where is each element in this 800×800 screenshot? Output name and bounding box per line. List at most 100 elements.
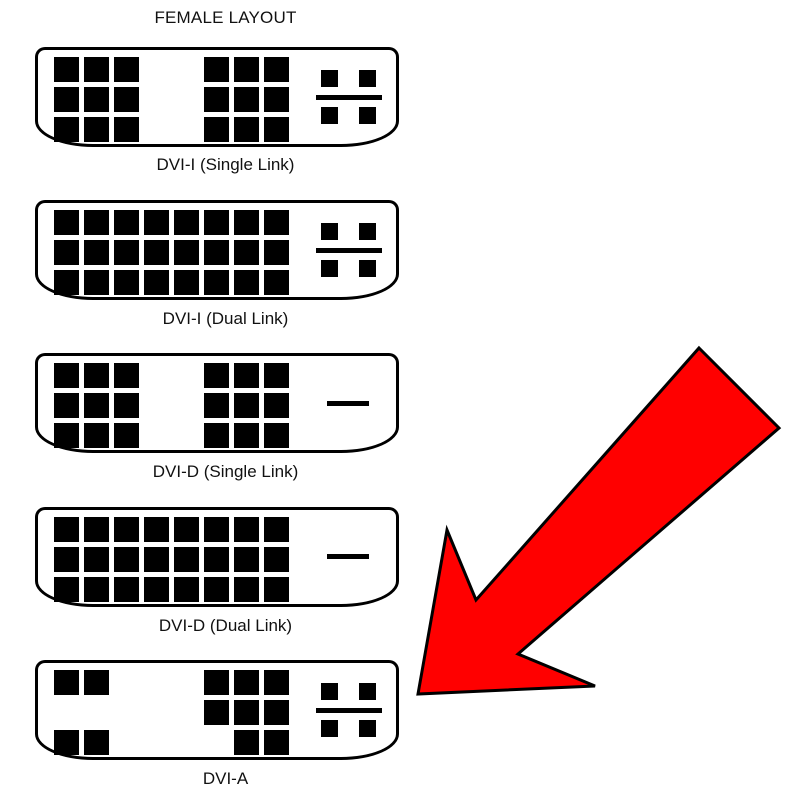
pin (204, 577, 229, 602)
pin (54, 517, 79, 542)
pin (264, 730, 289, 755)
ground-blade (316, 708, 382, 713)
pin (174, 240, 199, 265)
pin (264, 547, 289, 572)
ground-blade (316, 248, 382, 253)
pin (264, 517, 289, 542)
pin (54, 210, 79, 235)
pin (84, 730, 109, 755)
pin (114, 547, 139, 572)
pin (114, 270, 139, 295)
pin (204, 210, 229, 235)
pin (84, 670, 109, 695)
pin (84, 117, 109, 142)
pin (234, 240, 259, 265)
pin (84, 363, 109, 388)
pin (264, 363, 289, 388)
pin (84, 577, 109, 602)
analog-pin (321, 107, 338, 124)
pin (114, 363, 139, 388)
pin (54, 393, 79, 418)
pin (84, 210, 109, 235)
pin (204, 363, 229, 388)
pin (114, 240, 139, 265)
pin (264, 423, 289, 448)
ground-blade (327, 554, 369, 559)
pin (114, 57, 139, 82)
pin (174, 547, 199, 572)
analog-pin (321, 683, 338, 700)
pin (264, 210, 289, 235)
pin (114, 87, 139, 112)
pin (234, 730, 259, 755)
pin (234, 210, 259, 235)
analog-pin (359, 720, 376, 737)
pin (204, 393, 229, 418)
pin (264, 393, 289, 418)
pin (264, 240, 289, 265)
connector-label: DVI-D (Single Link) (152, 462, 299, 481)
pin (234, 363, 259, 388)
pin (114, 577, 139, 602)
pin (174, 270, 199, 295)
pin (174, 577, 199, 602)
pin (144, 240, 169, 265)
analog-pin (359, 223, 376, 240)
pin (144, 210, 169, 235)
pin (84, 87, 109, 112)
analog-pin (321, 260, 338, 277)
pin (114, 393, 139, 418)
pin (264, 700, 289, 725)
pin (234, 57, 259, 82)
analog-pin (359, 683, 376, 700)
pin (84, 393, 109, 418)
connector-label: DVI-A (202, 769, 249, 788)
pin (54, 547, 79, 572)
pin (54, 117, 79, 142)
pin (114, 517, 139, 542)
pin (174, 517, 199, 542)
pin (204, 700, 229, 725)
pin (54, 240, 79, 265)
ground-blade (327, 401, 369, 406)
pin (54, 730, 79, 755)
pin (204, 240, 229, 265)
pin (174, 210, 199, 235)
pin (234, 577, 259, 602)
pin (114, 423, 139, 448)
pin (114, 117, 139, 142)
pin (54, 270, 79, 295)
analog-pin (321, 223, 338, 240)
pin (264, 670, 289, 695)
pin (264, 270, 289, 295)
analog-pin (321, 720, 338, 737)
pin (234, 423, 259, 448)
pin (84, 517, 109, 542)
connector-label: DVI-I (Dual Link) (162, 309, 289, 328)
arrow-shape (416, 345, 782, 696)
pin (234, 547, 259, 572)
pin (234, 393, 259, 418)
analog-pin (359, 107, 376, 124)
pin (204, 117, 229, 142)
pin (54, 87, 79, 112)
pin (234, 670, 259, 695)
pin (264, 87, 289, 112)
ground-blade (316, 95, 382, 100)
pin (54, 577, 79, 602)
pin (54, 57, 79, 82)
pin (264, 57, 289, 82)
pin (84, 423, 109, 448)
pin (204, 270, 229, 295)
pin (54, 363, 79, 388)
pin (54, 670, 79, 695)
analog-pin (321, 70, 338, 87)
pin (204, 670, 229, 695)
pin (204, 57, 229, 82)
pin (264, 577, 289, 602)
pin (144, 577, 169, 602)
pin (234, 270, 259, 295)
pin (114, 210, 139, 235)
pin (264, 117, 289, 142)
